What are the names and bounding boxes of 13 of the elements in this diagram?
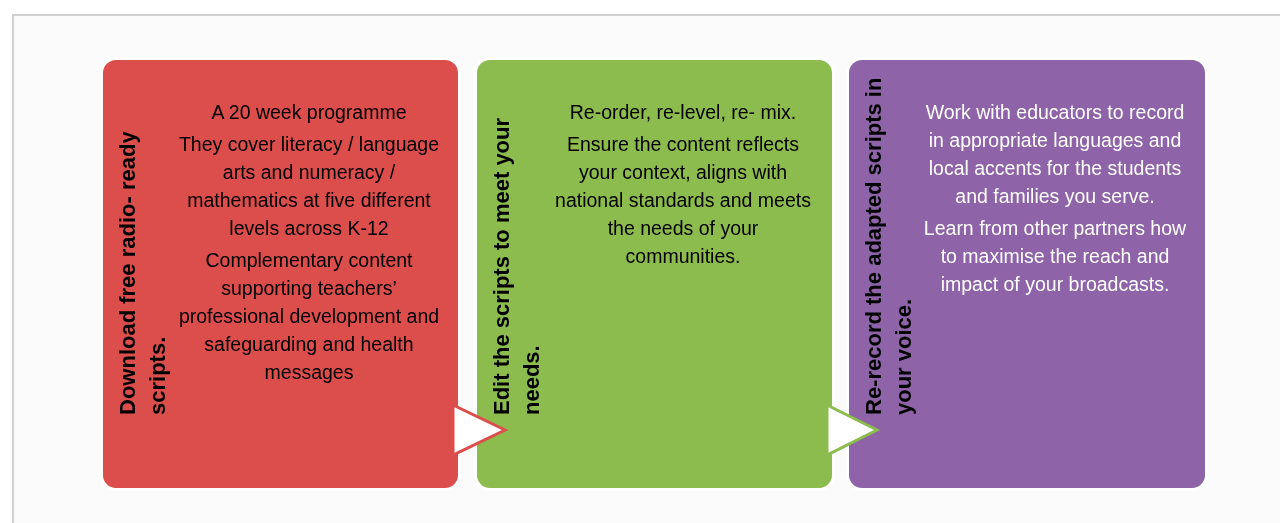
step-description: Complementary content supporting teachers’ professional development and safeguarding and health messages: [177, 248, 441, 385]
step-title: Edit the scripts to meet your needs.: [488, 116, 545, 415]
step-title: Re-record the adapted scripts in your voice.: [860, 76, 917, 415]
step-card: [100, 57, 461, 491]
step-description: Learn from other partners how to maximise the reach and impact of your broadcasts.: [922, 216, 1188, 297]
step-description: Re-order, re-level, re- mix.: [568, 100, 798, 125]
step-card: [846, 57, 1208, 491]
step-description: Ensure the content reflects your context, aligns with national standards and meets the needs of your communities.: [554, 132, 812, 269]
step-description: Work with educators to record in appropriate languages and local accents for the students and families you serve.: [924, 100, 1186, 209]
step-description: A 20 week programme: [210, 100, 408, 125]
step-card: [474, 57, 835, 491]
step-title: Download free radio- ready scripts.: [114, 130, 171, 415]
step-description: They cover literacy / language arts and numeracy / mathematics at five different levels across K-12: [177, 132, 441, 241]
